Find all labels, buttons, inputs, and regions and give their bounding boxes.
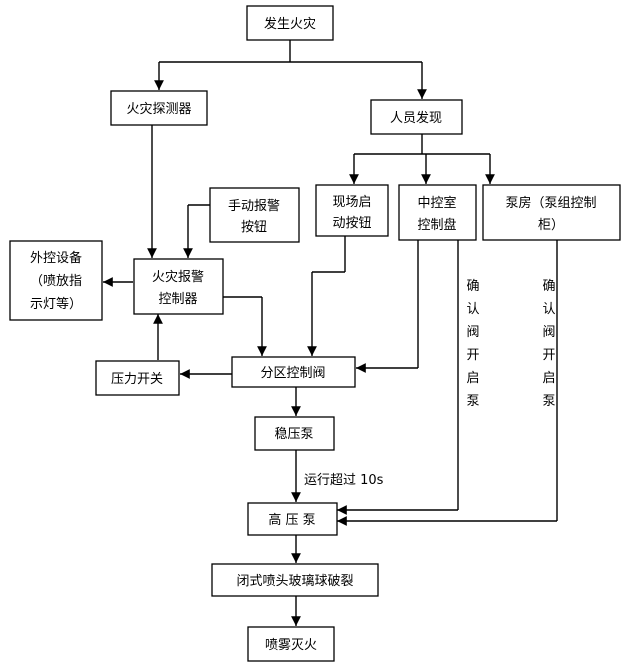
svg-text:泵房（泵组控制: 泵房（泵组控制: [505, 195, 596, 211]
label-run-over-10s: 运行超过 10s: [304, 473, 384, 488]
node-mist-extinguish: 喷雾灭火: [247, 626, 335, 662]
svg-text:手动报警: 手动报警: [228, 198, 280, 214]
label-char: 泵: [466, 394, 479, 409]
node-sprinkler-bulb-burst: 闭式喷头玻璃球破裂: [211, 563, 379, 597]
node-central-control-panel: 中控室 控制盘: [398, 184, 477, 241]
label-confirm-pump-room: 确 认 阀 开 启 泵: [542, 279, 555, 409]
svg-text:火灾报警: 火灾报警: [152, 269, 204, 285]
node-high-pressure-pump: 高 压 泵: [247, 502, 338, 536]
svg-text:中控室: 中控室: [417, 195, 456, 211]
label-char: 确: [542, 279, 555, 294]
node-pump-room: 泵房（泵组控制 柜）: [482, 184, 621, 241]
label-char: 启: [466, 371, 479, 386]
node-onsite-start-button: 现场启 动按钮: [315, 184, 389, 237]
svg-text:火灾探测器: 火灾探测器: [126, 101, 191, 117]
label-char: 确: [466, 279, 479, 294]
svg-text:现场启: 现场启: [332, 195, 371, 210]
node-fire-occurs: 发生火灾: [246, 5, 334, 41]
svg-text:动按钮: 动按钮: [332, 216, 371, 231]
svg-text:高 压 泵: 高 压 泵: [268, 512, 315, 528]
label-char: 开: [542, 348, 555, 363]
node-zone-control-valve: 分区控制阀: [231, 356, 356, 388]
label-char: 开: [466, 348, 479, 363]
svg-text:人员发现: 人员发现: [390, 110, 442, 126]
edges: [103, 40, 558, 626]
label-char: 泵: [542, 394, 555, 409]
node-jockey-pump: 稳压泵: [254, 416, 335, 451]
label-char: 认: [542, 302, 555, 317]
svg-text:发生火灾: 发生火灾: [264, 16, 316, 32]
node-manual-alarm-button: 手动报警 按钮: [209, 187, 300, 243]
svg-text:外控设备: 外控设备: [30, 250, 82, 266]
svg-text:控制器: 控制器: [158, 292, 197, 307]
svg-text:柜）: 柜）: [538, 218, 564, 233]
svg-text:示灯等）: 示灯等）: [30, 296, 82, 312]
label-char: 启: [542, 371, 555, 386]
label-char: 阀: [466, 325, 479, 340]
label-char: 认: [466, 302, 479, 317]
node-fire-alarm-controller: 火灾报警 控制器: [133, 258, 224, 315]
node-fire-detector: 火灾探测器: [110, 90, 208, 126]
label-confirm-central: 确 认 阀 开 启 泵: [466, 279, 479, 409]
node-pressure-switch: 压力开关: [95, 360, 180, 396]
svg-text:按钮: 按钮: [241, 220, 267, 235]
svg-text:闭式喷头玻璃球破裂: 闭式喷头玻璃球破裂: [236, 574, 353, 589]
svg-text:（喷放指: （喷放指: [30, 274, 82, 289]
svg-text:压力开关: 压力开关: [111, 372, 163, 387]
label-char: 阀: [542, 325, 555, 340]
node-external-equipment: 外控设备 （喷放指 示灯等）: [9, 240, 103, 321]
node-person-discovers: 人员发现: [370, 99, 463, 135]
svg-text:喷雾灭火: 喷雾灭火: [265, 638, 317, 653]
svg-text:分区控制阀: 分区控制阀: [260, 366, 325, 381]
svg-text:控制盘: 控制盘: [417, 217, 456, 233]
svg-text:稳压泵: 稳压泵: [274, 426, 313, 442]
